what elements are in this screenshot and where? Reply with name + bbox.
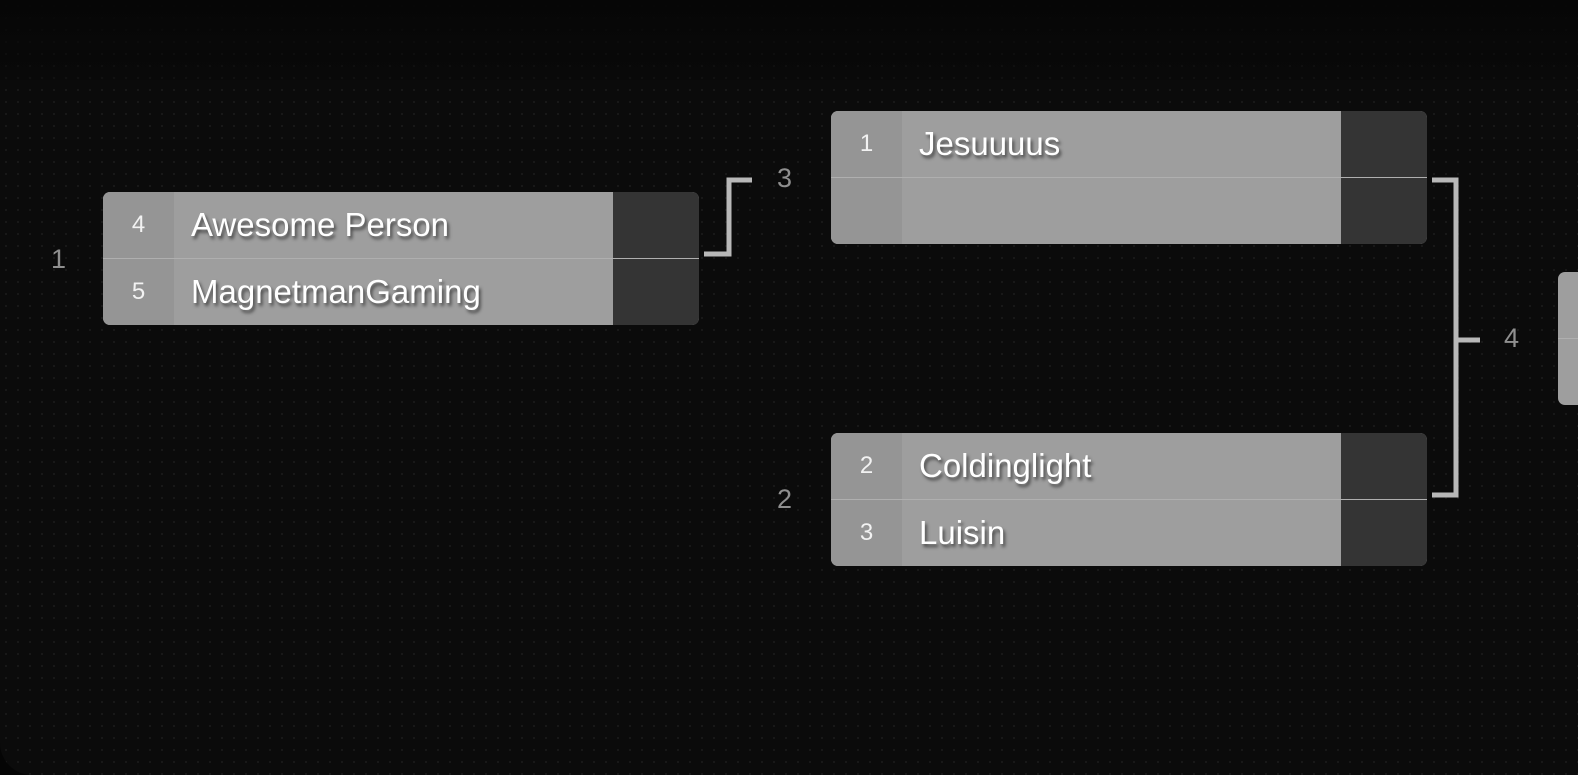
seed-number: 5 (103, 259, 174, 325)
score-cell[interactable] (1341, 433, 1427, 499)
player-name: Awesome Person (191, 206, 450, 243)
seed-number: 4 (103, 192, 174, 258)
row-divider (1558, 338, 1578, 339)
connector-match-1-to-3 (704, 177, 752, 257)
score-cell[interactable] (613, 192, 699, 258)
match-card-4[interactable] (1558, 272, 1578, 405)
match-3-player-2[interactable] (831, 178, 1427, 244)
connector-match-3-to-4 (1432, 177, 1459, 498)
match-2-player-2[interactable]: 3 Luisin (831, 500, 1427, 566)
match-card-1[interactable]: 4 Awesome Person 5 MagnetmanGaming (103, 192, 699, 325)
seed-number: 1 (831, 111, 902, 177)
score-cell[interactable] (613, 259, 699, 325)
player-name: MagnetmanGaming (191, 273, 481, 310)
row-divider (831, 499, 1427, 500)
seed-number: 2 (831, 433, 902, 499)
score-cell[interactable] (1341, 500, 1427, 566)
seed-number (831, 178, 902, 244)
row-divider (831, 177, 1427, 178)
match-card-2[interactable]: 2 Coldinglight 3 Luisin (831, 433, 1427, 566)
row-divider (103, 258, 699, 259)
player-name: Luisin (919, 514, 1006, 551)
seed-number: 3 (831, 500, 902, 566)
match-2-player-1[interactable]: 2 Coldinglight (831, 433, 1427, 499)
player-name: Jesuuuus (919, 125, 1061, 162)
match-1-player-2[interactable]: 5 MagnetmanGaming (103, 259, 699, 325)
match-number-4: 4 (1504, 323, 1520, 353)
player-name: Coldinglight (919, 447, 1092, 484)
match-number-1: 1 (51, 244, 67, 274)
match-card-3[interactable]: 1 Jesuuuus (831, 111, 1427, 244)
match-number-2: 2 (777, 484, 793, 514)
match-3-player-1[interactable]: 1 Jesuuuus (831, 111, 1427, 177)
match-number-3: 3 (777, 163, 793, 193)
score-cell[interactable] (1341, 111, 1427, 177)
top-fade (0, 0, 1578, 80)
match-1-player-1[interactable]: 4 Awesome Person (103, 192, 699, 258)
score-cell[interactable] (1341, 178, 1427, 244)
